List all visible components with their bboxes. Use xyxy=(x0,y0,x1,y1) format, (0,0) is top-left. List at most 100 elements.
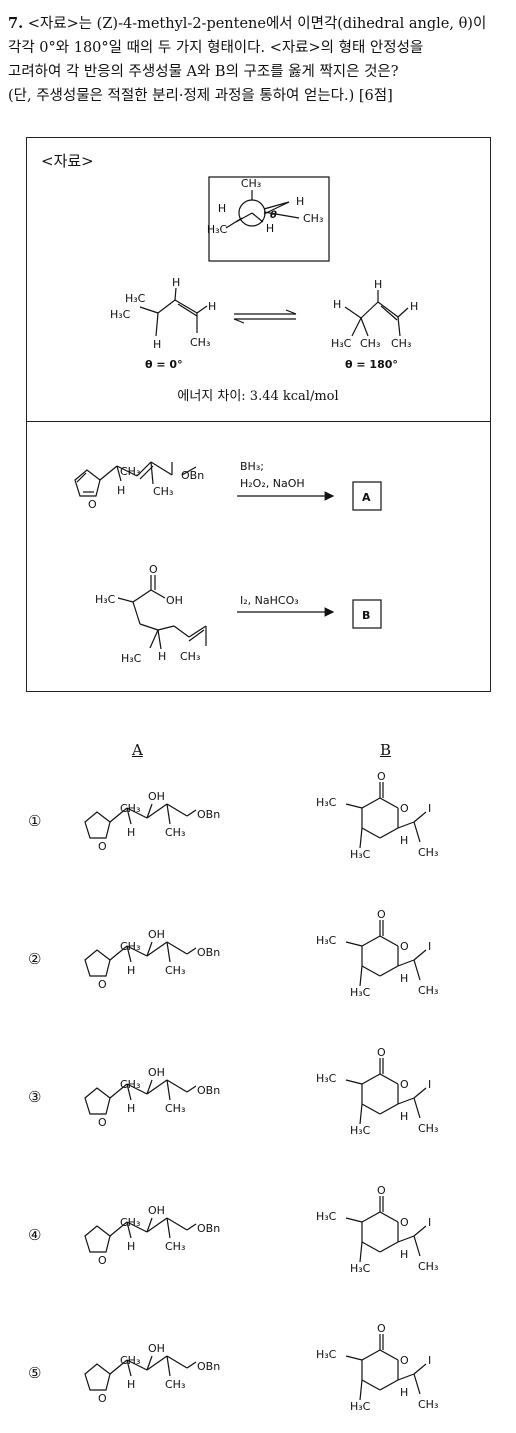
theta-180-label: θ = 180° xyxy=(345,358,398,371)
r1-obn: OBn xyxy=(181,469,204,482)
option-3[interactable]: ③ xyxy=(28,1088,42,1106)
c0-h3c-a: H₃C xyxy=(125,292,146,305)
question-line-2: 각각 0°와 180°일 때의 두 가지 형태이다. <자료>의 형태 안정성을 xyxy=(8,40,424,56)
b-carbonyl-o: O xyxy=(377,1184,386,1197)
c0-h-top: H xyxy=(172,276,180,289)
answer-rows: CH₃OHHOCH₃OBnOOH₃CH₃CHICH₃CH₃OHHOCH₃OBnO… xyxy=(84,770,438,1413)
r1-h: H xyxy=(117,484,125,497)
a-oh: OH xyxy=(148,1342,165,1355)
r2-oh: OH xyxy=(166,594,183,607)
a-h: H xyxy=(127,1102,135,1115)
r2-reagent: I₂, NaHCO₃ xyxy=(240,594,299,607)
b-carbonyl-o: O xyxy=(377,908,386,921)
a-obn: OBn xyxy=(197,1084,220,1097)
b-ring-o: O xyxy=(400,940,409,953)
question-text: 7. <자료>는 (Z)-4-methyl-2-pentene에서 이면각(di… xyxy=(8,12,508,108)
b-i: I xyxy=(428,1216,431,1229)
a-furan-o: O xyxy=(98,840,107,853)
c0-h-right: H xyxy=(208,300,216,313)
b-h3c: H₃C xyxy=(316,1348,337,1361)
c0-ch3: CH₃ xyxy=(190,336,210,349)
c180-h: H xyxy=(333,298,341,311)
col-head-b: B xyxy=(380,741,392,759)
newman-h-left: H xyxy=(218,202,226,215)
b-h3c: H₃C xyxy=(316,1072,337,1085)
c0-h: H xyxy=(153,338,161,351)
b-h3c-b: H₃C xyxy=(350,1124,371,1137)
b-ring-o: O xyxy=(400,1216,409,1229)
data-box-tag: <자료> xyxy=(41,152,94,170)
energy-difference: 에너지 차이: 3.44 kcal/mol xyxy=(177,389,338,404)
a-obn: OBn xyxy=(197,946,220,959)
option-4-structure-b: O O H₃C H₃C H I CH₃ xyxy=(316,1184,438,1275)
a-h: H xyxy=(127,1378,135,1391)
conformer-theta-0 xyxy=(139,287,208,337)
a-ch3-b: CH₃ xyxy=(165,964,185,977)
newman-h-bottom: H xyxy=(266,222,274,235)
a-ch3: CH₃ xyxy=(120,940,140,953)
a-oh: OH xyxy=(148,1066,165,1079)
option-1[interactable]: ① xyxy=(28,812,42,830)
c180-ch3-b: CH₃ xyxy=(391,337,411,350)
product-a-box xyxy=(352,481,382,511)
a-furan-o: O xyxy=(98,1254,107,1267)
a-ch3-b: CH₃ xyxy=(165,1240,185,1253)
c180-h-top: H xyxy=(374,278,382,291)
option-4[interactable]: ④ xyxy=(28,1226,42,1244)
question-line-3: 고려하여 각 반응의 주생성물 A와 B의 구조를 옳게 짝지은 것은? xyxy=(8,64,399,80)
b-ch3: CH₃ xyxy=(418,1260,438,1273)
a-oh: OH xyxy=(148,790,165,803)
a-ch3: CH₃ xyxy=(120,1216,140,1229)
a-furan-o: O xyxy=(98,978,107,991)
b-h: H xyxy=(400,972,408,985)
b-h3c: H₃C xyxy=(316,796,337,809)
b-h3c-b: H₃C xyxy=(350,848,371,861)
r2-h3c: H₃C xyxy=(95,593,116,606)
a-ch3-b: CH₃ xyxy=(165,826,185,839)
b-carbonyl-o: O xyxy=(377,1046,386,1059)
newman-theta: θ xyxy=(270,210,277,221)
c180-ch3-a: CH₃ xyxy=(360,337,380,350)
a-oh: OH xyxy=(148,1204,165,1217)
newman-projection xyxy=(225,190,300,229)
newman-frame xyxy=(208,176,330,262)
a-h: H xyxy=(127,826,135,839)
a-furan-o: O xyxy=(98,1116,107,1129)
b-h: H xyxy=(400,1386,408,1399)
data-box: <자료> xyxy=(26,137,491,692)
product-a-label: A xyxy=(362,491,371,504)
r2-h3c-b: H₃C xyxy=(121,652,142,665)
r2-h: H xyxy=(158,650,166,663)
c180-h3c: H₃C xyxy=(331,337,352,350)
newman-ch3-top: CH₃ xyxy=(241,177,261,190)
product-b-label: B xyxy=(362,609,370,622)
option-5[interactable]: ⑤ xyxy=(28,1364,42,1382)
b-h: H xyxy=(400,834,408,847)
a-h: H xyxy=(127,1240,135,1253)
a-ch3-b: CH₃ xyxy=(165,1102,185,1115)
c0-h3c-b: H₃C xyxy=(110,308,131,321)
a-furan-o: O xyxy=(98,1392,107,1405)
b-h: H xyxy=(400,1248,408,1261)
b-h3c-b: H₃C xyxy=(350,986,371,999)
b-ring-o: O xyxy=(400,1078,409,1091)
r2-ch3: CH₃ xyxy=(180,650,200,663)
option-2[interactable]: ② xyxy=(28,950,42,968)
b-ch3: CH₃ xyxy=(418,1122,438,1135)
theta-0-label: θ = 0° xyxy=(145,358,183,371)
b-h3c-b: H₃C xyxy=(350,1262,371,1275)
b-ring-o: O xyxy=(400,1354,409,1367)
newman-ch3-right: CH₃ xyxy=(303,212,323,225)
r1-ch3: CH₃ xyxy=(120,465,140,478)
a-oh: OH xyxy=(148,928,165,941)
a-ch3-b: CH₃ xyxy=(165,1378,185,1391)
data-box-divider xyxy=(27,421,490,422)
c180-h-right: H xyxy=(410,300,418,313)
b-h3c: H₃C xyxy=(316,1210,337,1223)
